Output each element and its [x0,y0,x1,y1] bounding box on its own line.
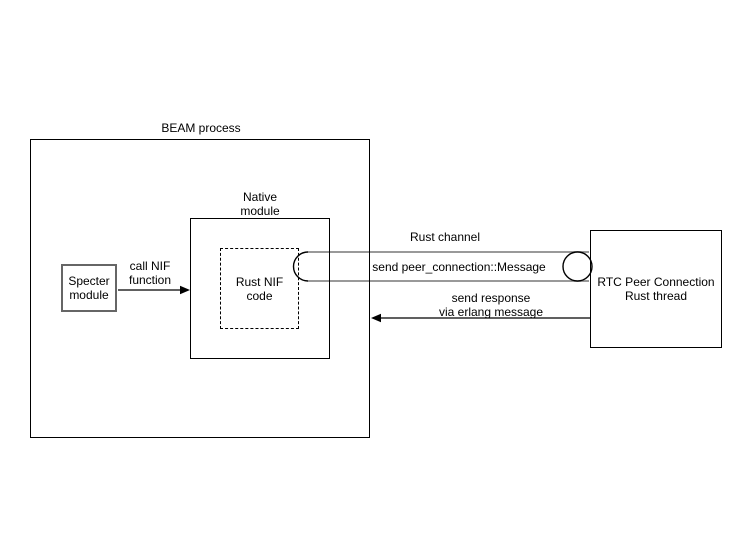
native-module-box [190,218,330,359]
send-response-label: send response via erlang message [438,291,544,319]
call-nif-label: call NIF function [128,259,172,287]
beam-process-box [30,139,370,438]
left-arrowhead-icon [371,313,381,323]
native-module-label: Native module [240,190,280,218]
rtc-peer-connection-label: RTC Peer Connection Rust thread [597,275,715,303]
channel-message-label: send peer_connection::Message [372,260,546,274]
specter-module-box: Specter module [61,264,117,312]
rtc-peer-connection-box: RTC Peer Connection Rust thread [590,230,722,348]
specter-module-label: Specter module [68,274,110,302]
rust-channel-label: Rust channel [409,230,481,244]
beam-process-label: BEAM process [161,121,241,135]
rust-nif-code-label: Rust NIF code [235,274,284,303]
rust-nif-code-box: Rust NIF code [220,248,299,329]
pipe-right-opening [562,251,593,282]
